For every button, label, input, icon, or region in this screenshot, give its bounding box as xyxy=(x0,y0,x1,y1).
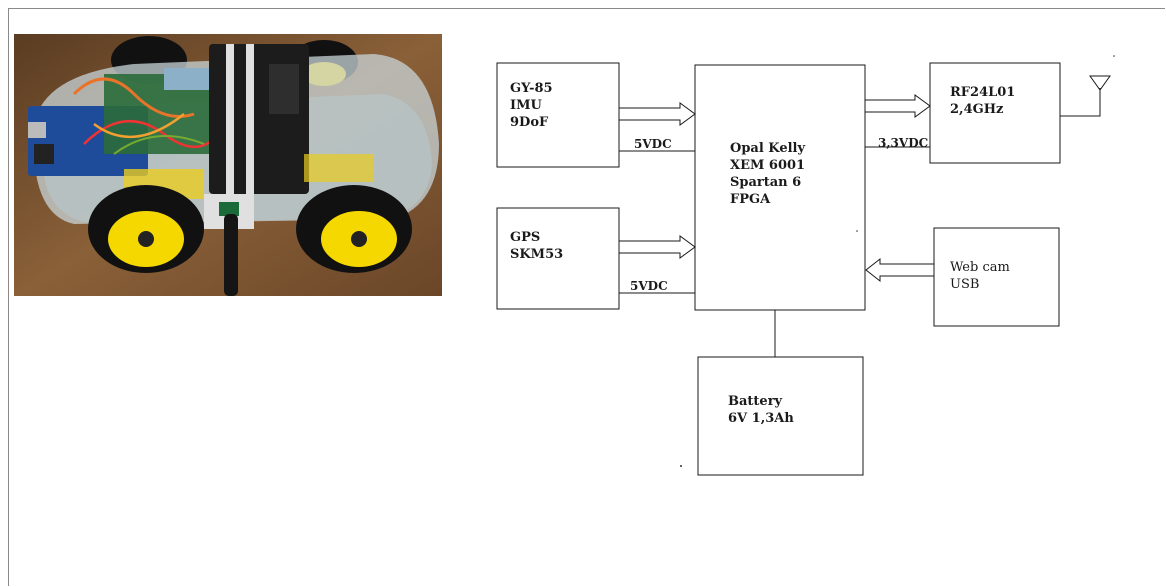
gps-label: GPS SKM53 xyxy=(510,230,563,262)
webcam-label-line-2: USB xyxy=(950,277,979,292)
imu-label-line-1: GY-85 xyxy=(510,81,553,96)
fpga-label: Opal Kelly XEM 6001 Spartan 6 FPGA xyxy=(730,141,810,207)
rf-label-line-2: 2,4GHz xyxy=(950,102,1003,117)
antenna-icon xyxy=(1090,76,1110,90)
antenna-line xyxy=(1060,88,1100,116)
imu-data-arrow xyxy=(619,103,695,125)
fpga-label-line-3: Spartan 6 xyxy=(730,175,801,190)
imu-voltage-label: 5VDC xyxy=(634,137,672,151)
gps-data-arrow xyxy=(619,236,695,258)
rf-voltage-label: 3,3VDC xyxy=(878,136,928,150)
battery-label-line-1: Battery xyxy=(728,394,783,409)
gps-label-line-2: SKM53 xyxy=(510,247,563,262)
fpga-label-line-1: Opal Kelly xyxy=(730,141,805,156)
fpga-label-line-2: XEM 6001 xyxy=(730,158,805,173)
battery-label-line-2: 6V 1,3Ah xyxy=(728,411,794,426)
webcam-data-arrow xyxy=(866,259,934,281)
webcam-label: Web cam USB xyxy=(950,260,1014,292)
imu-label-line-2: IMU xyxy=(510,98,542,113)
rf-label: RF24L01 2,4GHz xyxy=(950,85,1020,117)
imu-label: GY-85 IMU 9DoF xyxy=(510,81,557,130)
battery-label: Battery 6V 1,3Ah xyxy=(728,394,794,426)
webcam-label-line-1: Web cam xyxy=(950,260,1010,275)
rf-label-line-1: RF24L01 xyxy=(950,85,1015,100)
gps-label-line-1: GPS xyxy=(510,230,540,245)
imu-label-line-3: 9DoF xyxy=(510,115,549,130)
gps-voltage-label: 5VDC xyxy=(630,279,668,293)
rf-data-arrow xyxy=(865,95,930,117)
fpga-label-line-4: FPGA xyxy=(730,192,771,207)
